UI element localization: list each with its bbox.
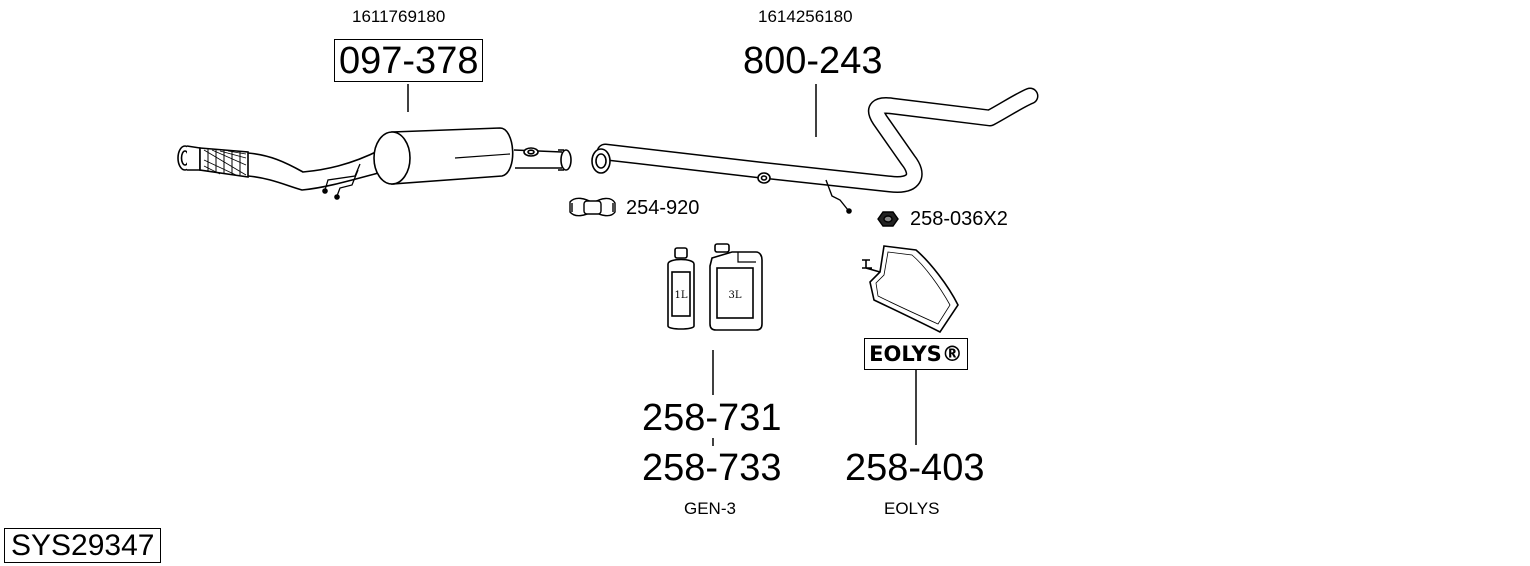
nut-part-number[interactable]: 258-036X2 xyxy=(910,208,1008,230)
pipe-part-number[interactable]: 800-243 xyxy=(743,40,883,82)
tank-part-number[interactable]: 258-403 xyxy=(845,447,985,489)
muffler-assembly-drawing xyxy=(177,127,572,200)
front-pipe-drawing xyxy=(591,87,1039,214)
eolys-badge: EOLYS® xyxy=(864,338,968,370)
muffler-oem-number: 1611769180 xyxy=(352,7,446,26)
nut-drawing xyxy=(877,211,899,227)
leader-lines xyxy=(407,84,917,446)
fluid-caption: GEN-3 xyxy=(684,499,736,518)
system-id: SYS29347 xyxy=(4,528,162,563)
fluid-bottles-drawing xyxy=(667,243,763,331)
pipe-oem-number: 1614256180 xyxy=(758,7,853,26)
eolys-tank-drawing xyxy=(862,245,959,334)
fluid-part-number-a[interactable]: 258-731 xyxy=(642,397,782,439)
bottle-3l-label: 3L xyxy=(728,290,741,301)
muffler-part-number[interactable]: 097-378 xyxy=(334,39,484,82)
clamp-drawing xyxy=(569,197,616,217)
clamp-part-number[interactable]: 254-920 xyxy=(626,197,700,219)
bottle-1l-label: 1L xyxy=(674,290,687,301)
fluid-part-number-b[interactable]: 258-733 xyxy=(642,447,782,489)
tank-caption: EOLYS xyxy=(884,499,940,518)
